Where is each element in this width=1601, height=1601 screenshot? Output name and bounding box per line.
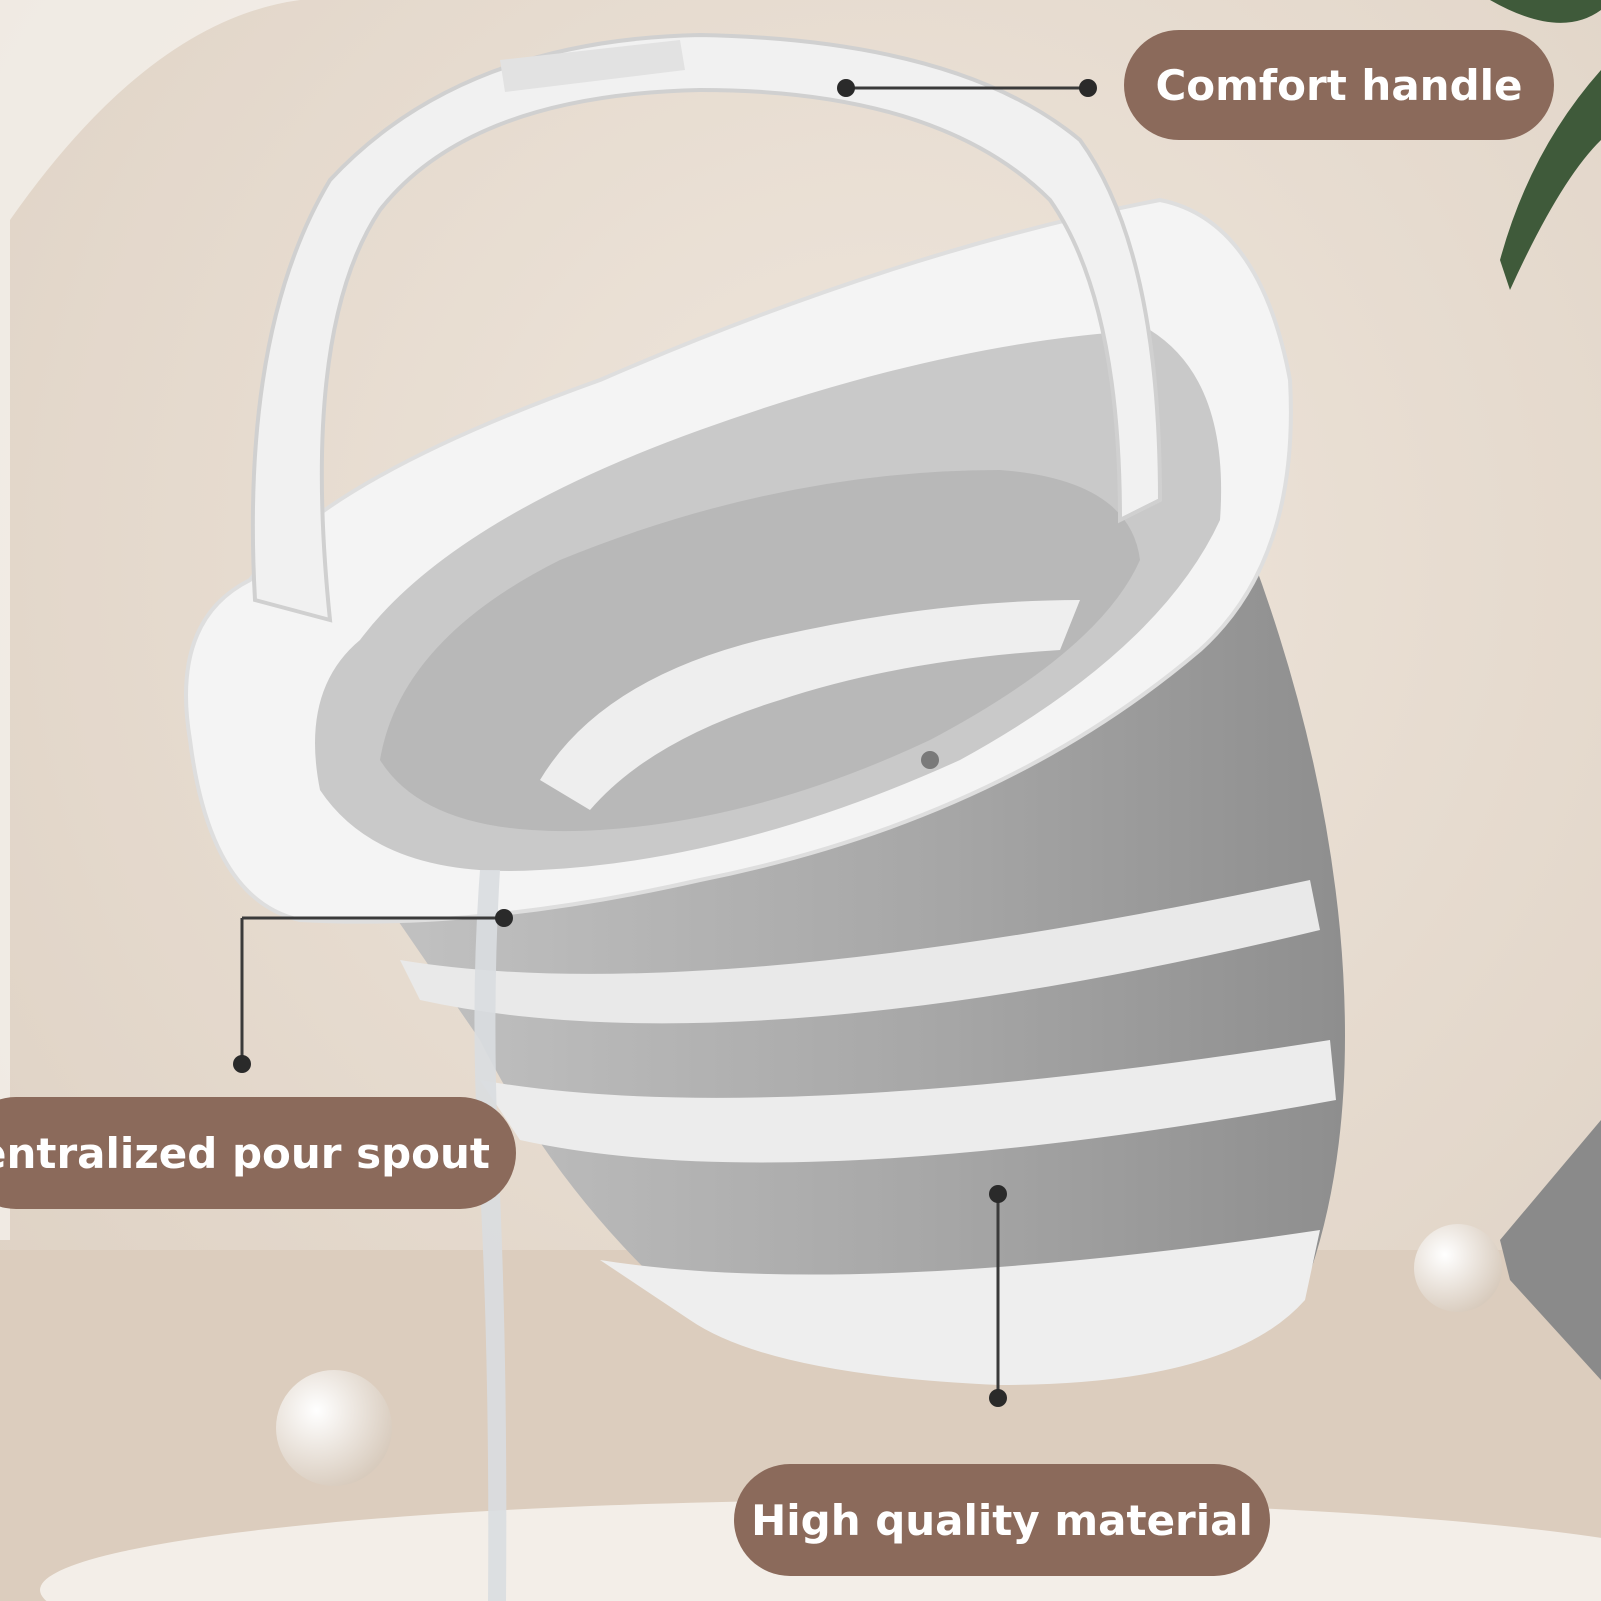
callout-comfort-handle: Comfort handle [1124, 30, 1554, 140]
callout-leaders [233, 79, 1097, 1407]
arch-wall [0, 0, 300, 1240]
callout-material-label: High quality material [751, 1495, 1253, 1545]
callout-comfort-handle-label: Comfort handle [1155, 60, 1523, 110]
callout-pour-spout: Centralized pour spout [0, 1097, 516, 1209]
decor-ball-left [276, 1370, 392, 1486]
water-stream [474, 870, 507, 1601]
decor-ball-right [1414, 1224, 1502, 1312]
bucket [184, 32, 1346, 1385]
plant-leaf [1490, 0, 1601, 290]
callout-pour-spout-label: Centralized pour spout [0, 1128, 490, 1178]
side-object [1500, 1120, 1601, 1380]
callout-material: High quality material [734, 1464, 1270, 1576]
